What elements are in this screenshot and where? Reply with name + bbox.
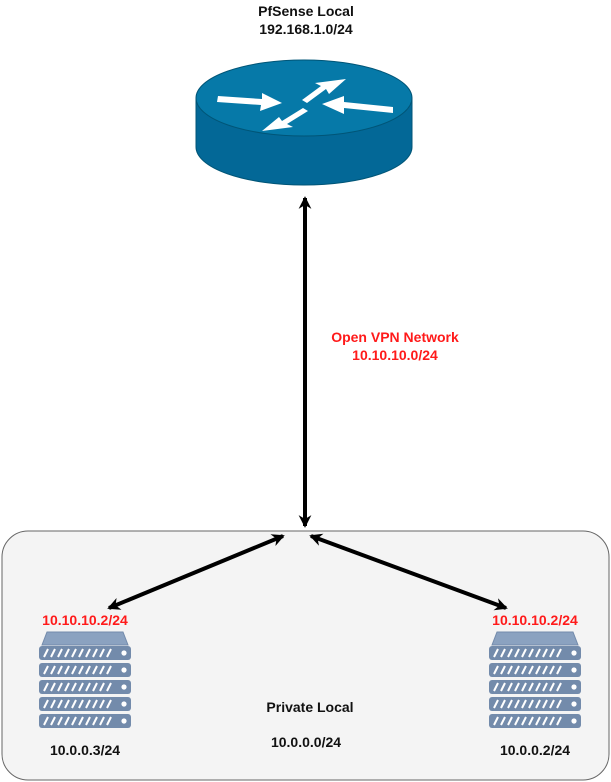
vpn-title: Open VPN Network [331, 329, 459, 345]
router-subnet: 192.168.1.0/24 [259, 21, 353, 37]
left-server-local-ip: 10.0.0.3/24 [49, 742, 121, 758]
server-icon [489, 631, 581, 728]
private-local-title: Private Local [266, 699, 354, 715]
private-local-subnet: 10.0.0.0/24 [270, 734, 342, 750]
vpn-link-left-server [107, 534, 285, 610]
router-title: PfSense Local [258, 3, 354, 19]
right-server-local-ip: 10.0.0.2/24 [499, 742, 571, 758]
left-server-vpn-ip: 10.10.10.2/24 [42, 612, 128, 628]
vpn-link-right-server [309, 533, 508, 611]
vpn-label: Open VPN Network 10.10.10.0/24 [295, 328, 495, 364]
vpn-subnet: 10.10.10.0/24 [352, 347, 438, 363]
right-server-vpn-ip: 10.10.10.2/24 [492, 612, 578, 628]
router-label: PfSense Local 192.168.1.0/24 [206, 2, 406, 38]
router-icon [195, 59, 413, 186]
server-icon [39, 631, 131, 728]
